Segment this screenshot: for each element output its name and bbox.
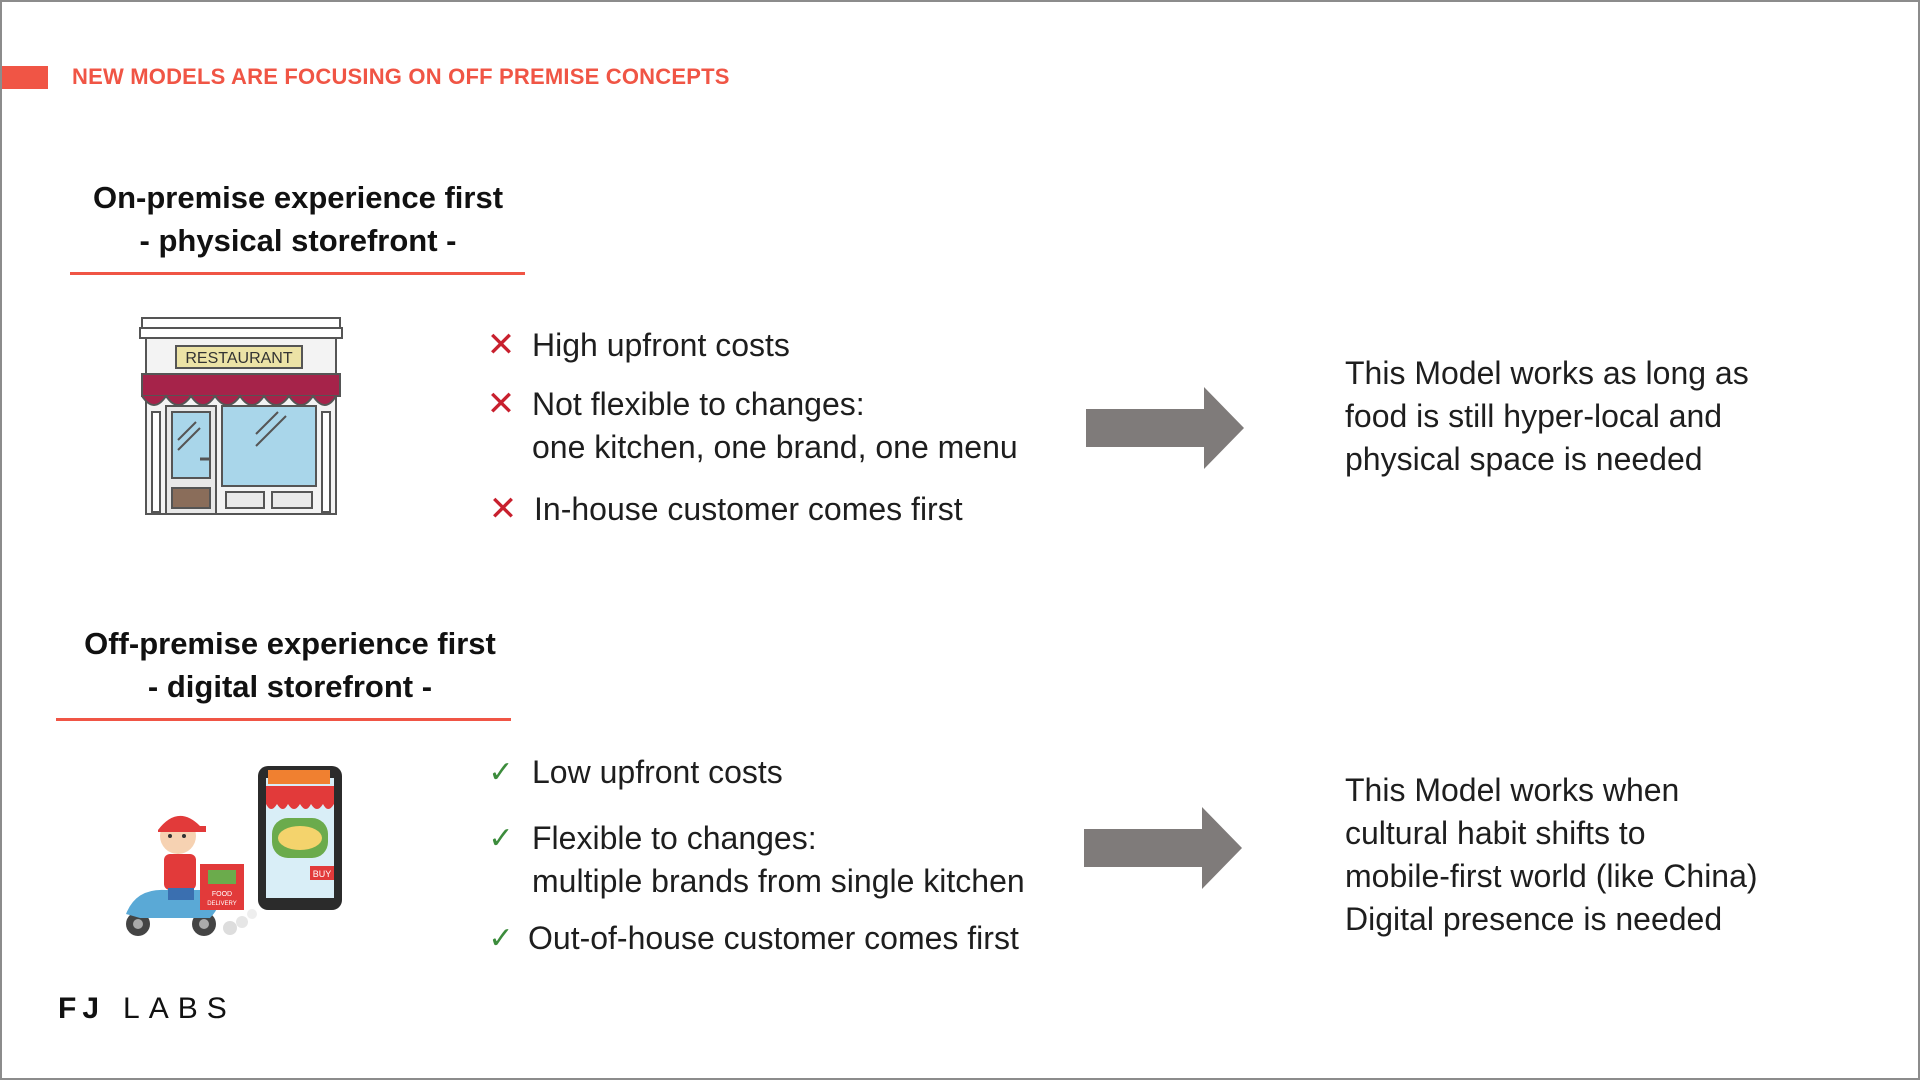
point-text: High upfront costs — [532, 327, 790, 363]
point-text: Low upfront costs — [532, 754, 783, 790]
check-icon: ✓ — [488, 822, 514, 855]
mobile-storefront-icon: BUY — [258, 766, 342, 910]
cross-icon: ✕ — [488, 490, 518, 528]
svg-text:RESTAURANT: RESTAURANT — [185, 350, 292, 367]
on-premise-conclusion: This Model works as long as food is stil… — [1345, 352, 1749, 481]
off-premise-underline — [56, 718, 511, 721]
on-premise-heading: On-premise experience first - physical s… — [72, 176, 524, 262]
svg-text:BUY: BUY — [313, 869, 332, 879]
off-premise-arrow-icon — [1084, 807, 1242, 889]
point-text-line1: Not flexible to changes: — [532, 386, 865, 422]
on-premise-heading-line1: On-premise experience first — [92, 180, 504, 215]
cross-icon: ✕ — [486, 385, 516, 423]
conclusion-line: physical space is needed — [1345, 441, 1703, 477]
conclusion-line: mobile-first world (like China) — [1345, 858, 1758, 894]
restaurant-storefront-icon: RESTAURANT — [139, 317, 343, 515]
logo-bold: FJ — [58, 992, 106, 1025]
title-accent-bar — [2, 66, 48, 89]
off-premise-heading-line1: Off-premise experience first — [84, 626, 496, 661]
check-icon: ✓ — [488, 756, 514, 789]
on-premise-heading-line2: - physical storefront - — [139, 223, 457, 258]
svg-text:DELIVERY: DELIVERY — [207, 901, 237, 907]
page-title: NEW MODELS ARE FOCUSING ON OFF PREMISE C… — [72, 64, 730, 89]
check-icon: ✓ — [488, 922, 514, 955]
conclusion-line: This Model works as long as — [1345, 355, 1749, 391]
conclusion-line: This Model works when — [1345, 772, 1680, 808]
point-text: Out-of-house customer comes first — [528, 920, 1019, 956]
logo-light: LABS — [123, 992, 236, 1025]
fj-labs-logo: FJ LABS — [58, 992, 236, 1026]
conclusion-line: cultural habit shifts to — [1345, 815, 1646, 851]
on-premise-arrow-icon — [1086, 387, 1244, 469]
cross-icon: ✕ — [486, 326, 516, 364]
point-text-line2: one kitchen, one brand, one menu — [532, 429, 1018, 465]
conclusion-line: food is still hyper-local and — [1345, 398, 1723, 434]
point-text-line2: multiple brands from single kitchen — [532, 863, 1025, 899]
off-premise-conclusion: This Model works when cultural habit shi… — [1345, 769, 1758, 941]
point-text-line1: Flexible to changes: — [532, 820, 817, 856]
point-text: In-house customer comes first — [534, 491, 963, 527]
off-premise-heading: Off-premise experience first - digital s… — [60, 622, 520, 708]
on-premise-underline — [70, 272, 525, 275]
svg-text:FOOD: FOOD — [212, 891, 232, 898]
conclusion-line: Digital presence is needed — [1345, 901, 1723, 937]
off-premise-heading-line2: - digital storefront - — [147, 669, 433, 704]
food-delivery-scooter-icon: BUY FOOD DELIVERY — [126, 766, 342, 936]
